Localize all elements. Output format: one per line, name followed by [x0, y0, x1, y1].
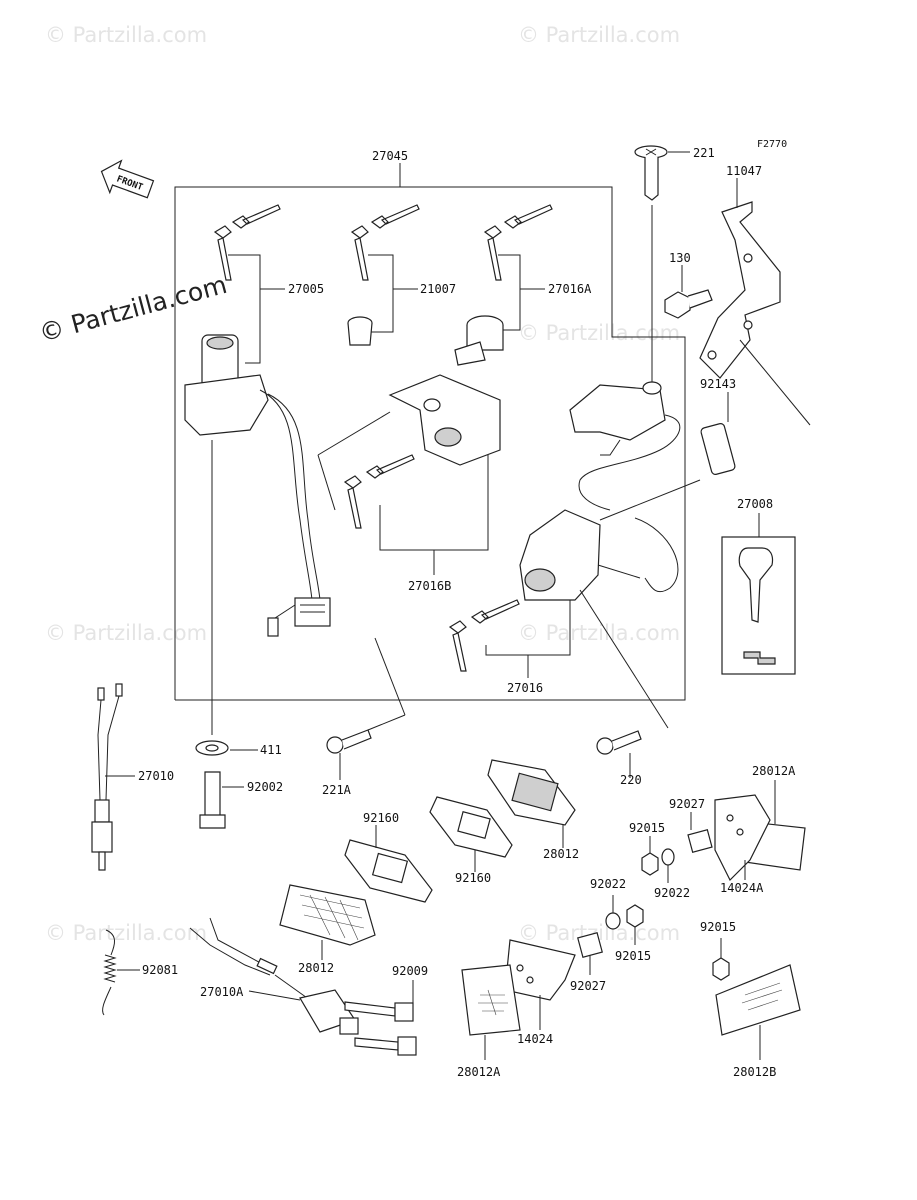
part-number-28012a[interactable]: 28012A — [457, 1065, 501, 1079]
part-number-220[interactable]: 220 — [620, 773, 642, 787]
part-number-92015[interactable]: 92015 — [629, 821, 665, 835]
screw-220 — [596, 730, 642, 778]
part-number-28012b[interactable]: 28012B — [733, 1065, 776, 1079]
reflector-28012a — [461, 964, 521, 1060]
nut-92015 — [641, 836, 659, 876]
washer-92022 — [605, 895, 621, 930]
reflector-28012b — [715, 964, 801, 1060]
part-number-92009[interactable]: 92009 — [392, 964, 428, 978]
part-number-27016b[interactable]: 27016B — [408, 579, 451, 593]
part-number-28012a[interactable]: 28012A — [752, 764, 796, 778]
key-icon — [343, 454, 415, 529]
part-number-92015[interactable]: 92015 — [615, 949, 651, 963]
key-cap — [347, 316, 373, 346]
reflector-28012 — [279, 884, 376, 960]
reflector-28012 — [487, 759, 576, 848]
assembly-27045-bracket — [174, 163, 686, 701]
collar-92027 — [687, 812, 713, 854]
gasket-92160 — [344, 825, 433, 903]
watermark-logo: © Partzilla.com — [36, 270, 230, 348]
collar-92143 — [700, 392, 736, 475]
watermark-text: © Partzilla.com — [518, 621, 680, 645]
collar-92027 — [577, 932, 603, 975]
figure-code: F2770 — [757, 139, 787, 150]
switch-27010 — [91, 683, 135, 871]
ignition-switch — [184, 334, 331, 637]
bolt-92002 — [199, 771, 244, 829]
bracket-11047 — [699, 178, 811, 426]
screw-221 — [634, 145, 690, 201]
part-number-11047[interactable]: 11047 — [726, 164, 762, 178]
nut-92015 — [712, 938, 730, 981]
part-number-27008[interactable]: 27008 — [737, 497, 773, 511]
part-number-28012[interactable]: 28012 — [543, 847, 579, 861]
switch-27010a — [189, 917, 359, 1035]
key-icon — [483, 204, 553, 281]
steering-lock — [569, 205, 681, 511]
lock-cylinder — [454, 315, 504, 366]
seat-lock — [317, 374, 501, 511]
bolt-130 — [664, 265, 713, 319]
washer-411 — [195, 740, 258, 756]
ignition-lock-cylinder — [519, 479, 701, 729]
watermark-text: © Partzilla.com — [518, 321, 680, 345]
part-number-92027[interactable]: 92027 — [570, 979, 606, 993]
part-number-92027[interactable]: 92027 — [669, 797, 705, 811]
part-number-27016[interactable]: 27016 — [507, 681, 543, 695]
holder-14024a — [714, 794, 771, 882]
part-number-221[interactable]: 221 — [693, 146, 715, 160]
part-number-27010a[interactable]: 27010A — [200, 985, 244, 999]
key-icon — [448, 599, 520, 672]
part-number-28012[interactable]: 28012 — [298, 961, 334, 975]
nut-92015 — [626, 904, 644, 945]
part-number-92160[interactable]: 92160 — [363, 811, 399, 825]
washer-92022 — [661, 848, 675, 883]
part-number-92015[interactable]: 92015 — [700, 920, 736, 934]
part-labels: 27045 221 11047 27005 21007 27016A 130 9… — [138, 146, 796, 1079]
part-number-221a[interactable]: 221A — [322, 783, 352, 797]
gasket-92160 — [429, 796, 513, 872]
front-arrow-icon: FRONT — [100, 159, 155, 199]
part-number-411[interactable]: 411 — [260, 743, 282, 757]
part-number-14024[interactable]: 14024 — [517, 1032, 553, 1046]
spring-92081 — [102, 929, 140, 1016]
watermark-text: © Partzilla.com — [45, 621, 207, 645]
blank-key-card — [721, 513, 796, 675]
part-number-92022[interactable]: 92022 — [590, 877, 626, 891]
part-number-92002[interactable]: 92002 — [247, 780, 283, 794]
key-icon — [213, 204, 281, 281]
part-number-27045[interactable]: 27045 — [372, 149, 408, 163]
screw-221a — [326, 729, 372, 780]
part-number-92143[interactable]: 92143 — [700, 377, 736, 391]
part-number-21007[interactable]: 21007 — [420, 282, 456, 296]
part-number-130[interactable]: 130 — [669, 251, 691, 265]
part-number-14024a[interactable]: 14024A — [720, 881, 764, 895]
part-number-27005[interactable]: 27005 — [288, 282, 324, 296]
watermark-text: © Partzilla.com — [45, 23, 207, 47]
bolt-92009 — [344, 980, 417, 1056]
watermark-text: © Partzilla.com — [45, 921, 207, 945]
part-number-92081[interactable]: 92081 — [142, 963, 178, 977]
part-number-27016a[interactable]: 27016A — [548, 282, 592, 296]
key-icon — [350, 204, 420, 281]
part-number-92022[interactable]: 92022 — [654, 886, 690, 900]
part-number-92160[interactable]: 92160 — [455, 871, 491, 885]
part-number-27010[interactable]: 27010 — [138, 769, 174, 783]
watermark-text: © Partzilla.com — [518, 23, 680, 47]
